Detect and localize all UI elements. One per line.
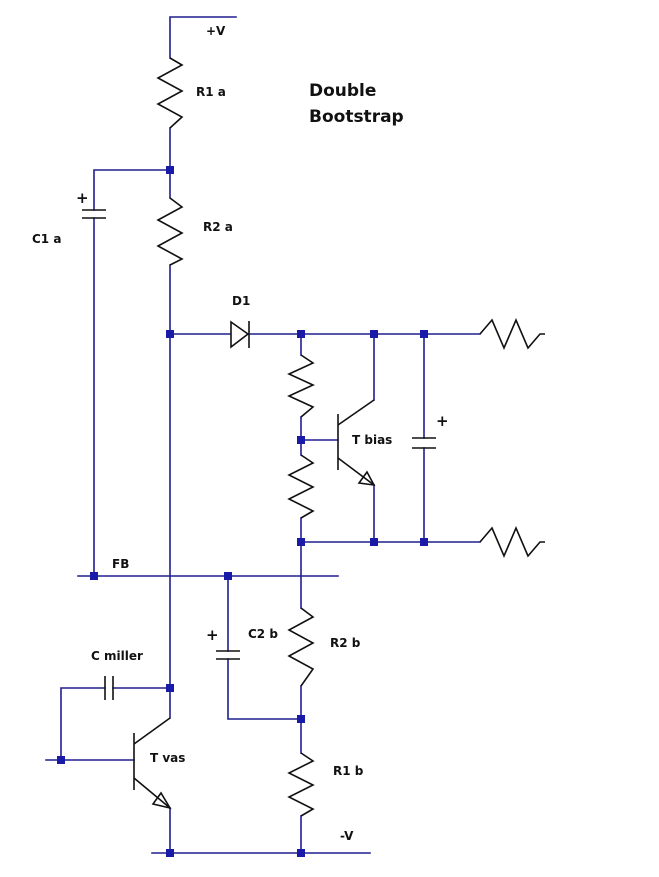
r2a-resistor [156,197,184,266]
cmiller-label: C miller [91,649,143,663]
r1a-label: R1 a [196,85,226,99]
fb-label: FB [112,557,129,571]
c2b-bottom-wire [227,658,302,720]
title-line-1: Double [309,81,376,101]
output-upper-resistor [479,317,545,351]
c1a-plus-sign: + [76,189,89,207]
vminus-label: -V [340,829,354,843]
r1b-label: R1 b [333,764,364,778]
bias-capacitor [412,437,436,449]
node-bias-top-right [420,330,428,338]
node-vas-collector [166,684,174,692]
r2b-label: R2 b [330,636,361,650]
d1-diode [230,320,250,349]
node-bias-top-left [297,330,305,338]
tvas-label: T vas [150,751,185,765]
node-tbias-base [297,436,305,444]
node-bias-top-collector [370,330,378,338]
node-d1-anode [166,330,174,338]
tbias-label: T bias [352,433,392,447]
node-fb-c2b [224,572,232,580]
c2b-plus-sign: + [206,626,219,644]
r1a-resistor [156,57,184,129]
bias-upper-resistor [287,354,315,418]
tvas-transistor [133,717,172,810]
cmiller-left-wire [60,687,106,761]
node-bias-bottom-emitter [370,538,378,546]
node-r1a-r2a [166,166,174,174]
node-tvas-input [57,756,65,764]
cmiller-capacitor [104,676,114,700]
node-fb-c1a [90,572,98,580]
r2a-label: R2 a [203,220,233,234]
c1a-label: C1 a [32,232,61,246]
c1a-top-wire [93,169,171,211]
node-r2b-r1b [297,715,305,723]
c2b-label: C2 b [248,627,278,641]
bias-lower-resistor [287,454,315,519]
r2b-resistor [287,607,315,687]
c1a-capacitor [82,209,106,219]
vplus-label: +V [206,24,226,38]
tbias-transistor [337,399,376,487]
node-bias-bottom-left [297,538,305,546]
node-vminus-right [297,849,305,857]
wiring [45,16,481,854]
junction-nodes [57,166,428,857]
d1-label: D1 [232,294,250,308]
output-lower-resistor [479,525,545,559]
bias-cap-plus-sign: + [436,412,449,430]
vplus-rail-wire [169,16,237,59]
node-vminus-left [166,849,174,857]
c2b-capacitor [216,650,240,660]
title-line-2: Bootstrap [309,107,404,127]
r1b-resistor [287,752,315,817]
node-bias-bottom-right [420,538,428,546]
